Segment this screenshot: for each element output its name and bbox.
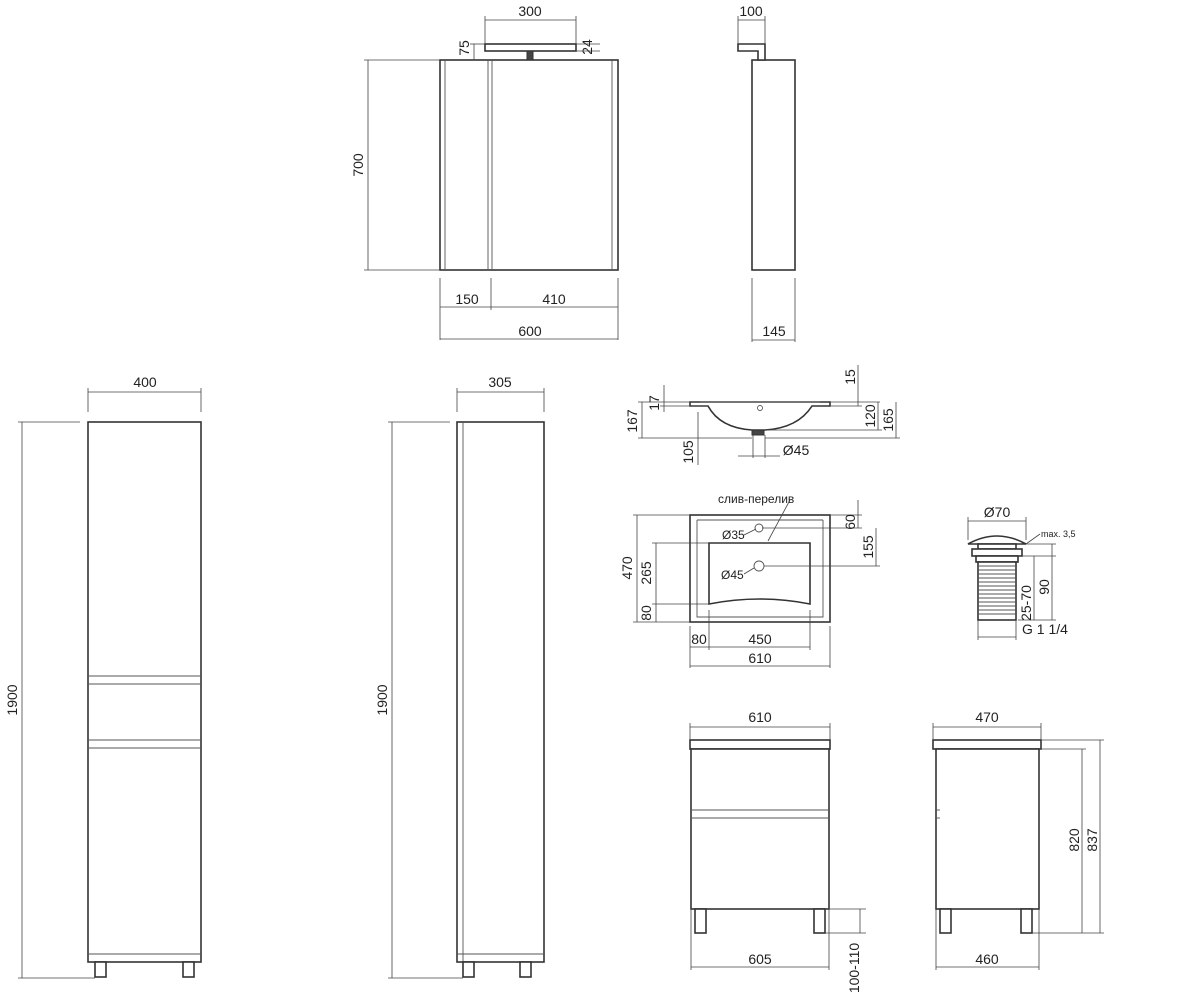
leg bbox=[94, 961, 107, 978]
dim-tall-width: 400 bbox=[133, 374, 157, 390]
sink-section-view: Ø45 167 17 105 15 120 165 bbox=[624, 365, 900, 465]
mirror-cabinet-body bbox=[439, 59, 619, 271]
lamp-bracket bbox=[526, 50, 534, 61]
drain-collar bbox=[971, 548, 1023, 557]
mirror-cabinet-side-body bbox=[751, 59, 796, 271]
basin-top-side bbox=[932, 739, 1042, 750]
dim-plan-bowl-width: 450 bbox=[748, 631, 772, 647]
dim-mirror-height: 700 bbox=[350, 153, 366, 177]
base-cabinet-side-body bbox=[935, 748, 1040, 910]
sink-section-profile bbox=[689, 401, 831, 431]
dim-cap-diameter: Ø70 bbox=[984, 504, 1011, 520]
sink-bowl bbox=[708, 542, 811, 605]
mirror-cabinet-side-view: 100 145 bbox=[737, 3, 796, 342]
dim-lamp-depth: 100 bbox=[739, 3, 763, 19]
dim-sink-overall: 165 bbox=[880, 408, 896, 432]
dim-mirror-width: 600 bbox=[518, 323, 542, 339]
dim-sink-bowl: 120 bbox=[862, 404, 878, 428]
base-cabinet-front-view: 610 605 100-110 bbox=[689, 709, 866, 994]
dim-base-body-width: 605 bbox=[748, 951, 772, 967]
tall-cabinet-body bbox=[87, 421, 202, 963]
drain-body bbox=[977, 561, 1017, 621]
dim-sink-drain: Ø45 bbox=[783, 442, 810, 458]
tap-hole-label: Ø35 bbox=[722, 528, 745, 542]
leg bbox=[939, 908, 952, 934]
max-gap-label: max. 3,5 bbox=[1041, 529, 1076, 539]
dim-lamp-width: 300 bbox=[518, 3, 542, 19]
base-cabinet-body bbox=[690, 748, 830, 910]
leg bbox=[1020, 908, 1033, 934]
leg bbox=[813, 908, 826, 934]
dim-right-section: 410 bbox=[542, 291, 566, 307]
sink-plan-view: слив-перелив Ø35 Ø45 470 265 80 60 155 8… bbox=[619, 492, 880, 668]
dim-plan-left-margin: 80 bbox=[691, 631, 707, 647]
dim-base-top-depth: 470 bbox=[975, 709, 999, 725]
dim-sink-rim: 17 bbox=[646, 395, 662, 411]
dim-mirror-depth: 145 bbox=[762, 323, 786, 339]
dim-plan-front-edge: 80 bbox=[638, 605, 654, 621]
base-cabinet-side-view: 470 460 820 837 bbox=[932, 709, 1104, 970]
dim-lamp-offset: 75 bbox=[456, 40, 472, 56]
leg bbox=[694, 908, 707, 934]
drain-ring bbox=[975, 555, 1019, 563]
dim-sink-top: 15 bbox=[842, 369, 858, 385]
drain-cap bbox=[967, 535, 1027, 545]
dim-lamp-height: 24 bbox=[579, 39, 595, 55]
tall-cabinet-side-body bbox=[456, 421, 545, 963]
dim-left-section: 150 bbox=[455, 291, 479, 307]
sink-drain-stub bbox=[751, 429, 765, 436]
dim-base-body-depth: 460 bbox=[975, 951, 999, 967]
dim-tall-height: 1900 bbox=[4, 684, 20, 715]
dim-plan-bowl-offset: 155 bbox=[860, 535, 876, 559]
overflow-label: слив-перелив bbox=[718, 492, 794, 506]
dim-sink-drain-height: 105 bbox=[680, 440, 696, 464]
dim-plan-depth: 470 bbox=[619, 556, 635, 580]
dim-base-overall-height: 837 bbox=[1084, 828, 1100, 852]
dim-plan-width: 610 bbox=[748, 650, 772, 666]
dim-plan-bowl-depth: 265 bbox=[638, 561, 654, 585]
drain-hole-label: Ø45 bbox=[721, 568, 744, 582]
leg bbox=[182, 961, 195, 978]
dim-sink-total: 167 bbox=[624, 409, 640, 433]
dim-thread: G 1 1/4 bbox=[1022, 621, 1068, 637]
dim-tall-depth: 305 bbox=[488, 374, 512, 390]
dim-legs-height: 100-110 bbox=[846, 943, 862, 994]
lamp-side bbox=[737, 43, 766, 61]
dim-plan-back-edge: 60 bbox=[842, 514, 858, 530]
dim-tall-side-height: 1900 bbox=[374, 684, 390, 715]
tall-cabinet-side-view: 305 1900 bbox=[374, 374, 545, 979]
drain-valve-view: Ø70 max. 3,5 25-70 90 G 1 1/4 bbox=[967, 504, 1076, 640]
lamp bbox=[484, 43, 577, 52]
mirror-cabinet-front-view: 300 75 24 700 150 410 600 bbox=[350, 3, 619, 340]
drain-thread bbox=[978, 565, 1016, 615]
dim-base-top-width: 610 bbox=[748, 709, 772, 725]
tall-cabinet-front-view: 400 1900 bbox=[4, 374, 202, 979]
basin-top-front bbox=[689, 739, 831, 750]
dim-base-body-height: 820 bbox=[1066, 828, 1082, 852]
leg bbox=[462, 961, 475, 978]
dim-valve-height: 90 bbox=[1036, 579, 1052, 595]
leg bbox=[519, 961, 532, 978]
dim-adjust-range: 25-70 bbox=[1018, 585, 1034, 621]
